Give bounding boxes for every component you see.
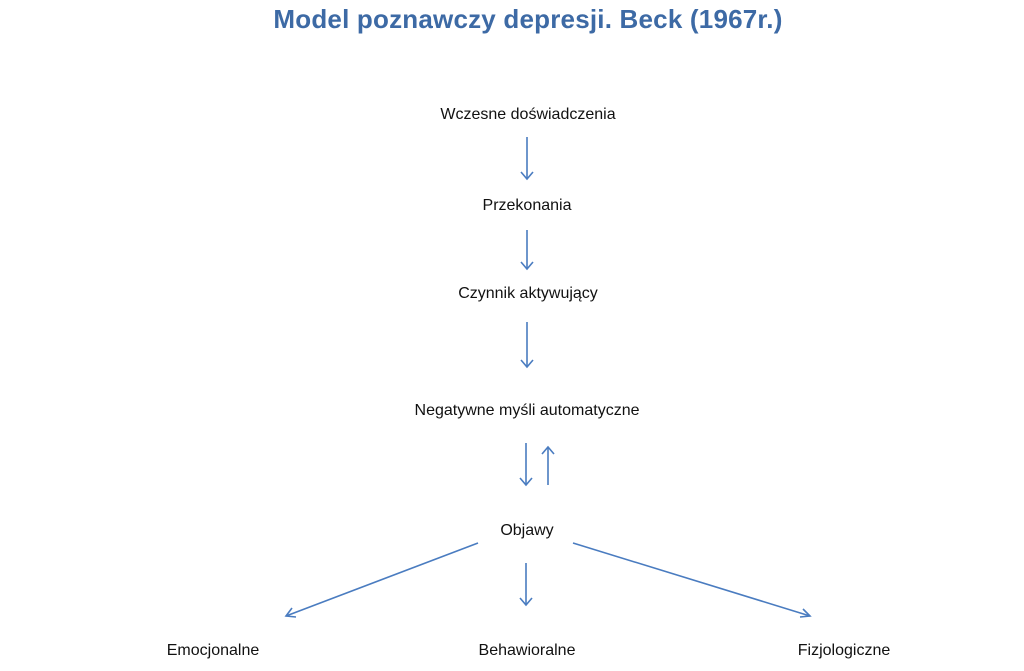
node-negative-thoughts: Negatywne myśli automatyczne: [414, 402, 640, 419]
arrow-symptoms-to-emotional: [284, 542, 479, 618]
arrow-symptoms-to-behavioral: [519, 563, 533, 607]
node-activating-factor: Czynnik aktywujący: [458, 285, 598, 302]
arrow-beliefs-to-activating: [520, 230, 534, 271]
arrow-activating-to-thoughts: [520, 322, 534, 369]
node-emotional: Emocjonalne: [166, 642, 260, 659]
diagram-title: Model poznawczy depresji. Beck (1967r.): [273, 4, 783, 34]
node-symptoms: Objawy: [500, 522, 554, 539]
arrow-symptoms-to-thoughts: [541, 445, 555, 485]
node-beliefs: Przekonania: [482, 197, 572, 214]
arrow-early-to-beliefs: [520, 137, 534, 181]
arrow-thoughts-to-symptoms: [519, 443, 533, 487]
node-physiological: Fizjologiczne: [797, 642, 891, 659]
node-behavioral: Behawioralne: [478, 642, 576, 659]
node-early-experiences: Wczesne doświadczenia: [440, 106, 616, 123]
arrow-symptoms-to-physiological: [572, 542, 812, 618]
